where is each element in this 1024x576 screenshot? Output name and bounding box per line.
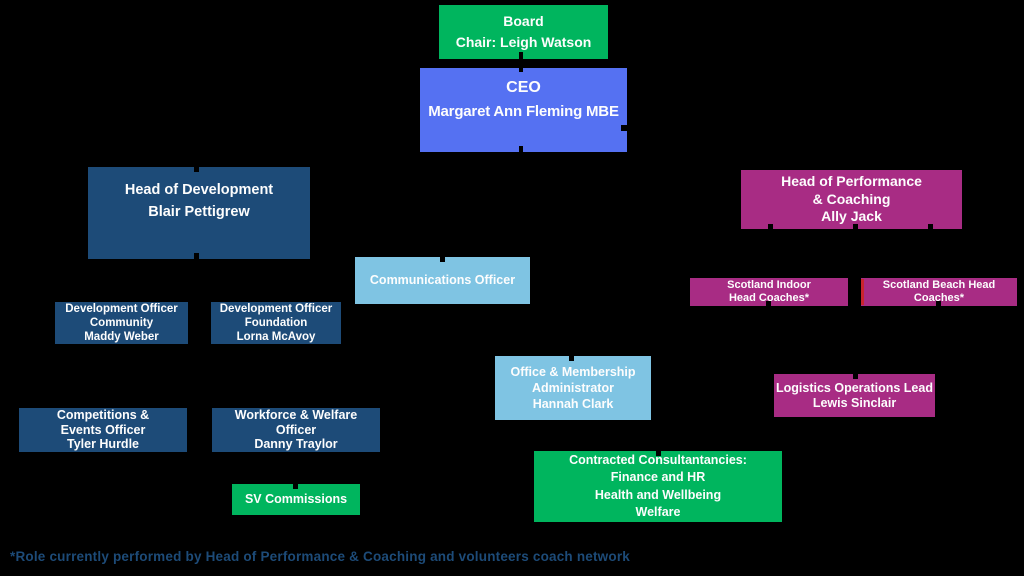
connector-stub [293, 483, 298, 489]
connector-stub [194, 166, 199, 172]
org-box-sv-commissions: SV Commissions [232, 484, 360, 515]
org-box-office-membership-administrator: Office & Membership Administrator Hannah… [495, 356, 651, 420]
box-line: Maddy Weber [84, 331, 159, 343]
box-line: Head Coaches* [728, 292, 810, 304]
connector-stub [621, 125, 627, 131]
org-box-communications-officer: Communications Officer [355, 257, 530, 304]
box-line: Workforce & Welfare [234, 408, 358, 423]
box-line: Scotland Beach Head [882, 279, 996, 291]
box-line: Foundation [244, 317, 308, 329]
box-line: Scotland Indoor [727, 279, 811, 291]
box-line: Administrator [532, 381, 614, 395]
box-line: Chair: Leigh Watson [455, 34, 592, 50]
box-line: Board [503, 13, 544, 29]
box-line: & Coaching [812, 190, 891, 207]
box-line: Hannah Clark [532, 397, 614, 411]
box-line: Blair Pettigrew [148, 204, 250, 220]
box-line: Lewis Sinclair [812, 395, 897, 410]
box-line: Logistics Operations Lead [776, 380, 933, 395]
org-box-ceo: CEO Margaret Ann Fleming MBE [420, 68, 627, 152]
box-line: Head of Development [124, 182, 274, 198]
org-box-scotland-beach-head-coaches: Scotland Beach Head Coaches* [861, 278, 1017, 306]
connector-stub [194, 253, 199, 259]
connector-stub [768, 224, 773, 230]
red-accent-edge [861, 279, 864, 305]
org-box-development-officer-foundation: Development Officer Foundation Lorna McA… [211, 302, 341, 344]
box-line: Tyler Hurdle [66, 437, 139, 452]
connector-stub [766, 301, 771, 307]
box-line: Margaret Ann Fleming MBE [428, 103, 619, 120]
box-line: Contracted Consultantancies: [569, 452, 747, 467]
box-line: Lorna McAvoy [236, 331, 316, 343]
org-box-development-officer-community: Development Officer Community Maddy Webe… [55, 302, 188, 344]
box-line: Officer [275, 422, 317, 437]
connector-stub [928, 224, 933, 230]
org-box-head-performance: Head of Performance & Coaching Ally Jack [741, 170, 962, 229]
box-line: Coaches* [913, 292, 965, 304]
box-line: Office & Membership [510, 365, 636, 379]
box-line: Development Officer [219, 303, 333, 315]
connector-stub [853, 224, 858, 230]
org-box-contracted-consultancies: Contracted Consultantancies: Finance and… [534, 451, 782, 522]
box-line: Community [89, 317, 154, 329]
box-line: Ally Jack [821, 208, 882, 225]
box-line: Communications Officer [369, 273, 516, 287]
box-line: Competitions & [56, 408, 150, 423]
box-line: Head of Performance [781, 173, 922, 190]
org-box-head-development: Head of Development Blair Pettigrew [88, 167, 310, 259]
connector-stub [440, 256, 445, 262]
connector-stub [936, 301, 941, 307]
org-box-scotland-indoor-head-coaches: Scotland Indoor Head Coaches* [690, 278, 848, 306]
connector-stub [519, 52, 523, 72]
box-line: SV Commissions [244, 492, 348, 506]
footnote: *Role currently performed by Head of Per… [10, 549, 630, 564]
org-box-logistics-operations-lead: Logistics Operations Lead Lewis Sinclair [774, 374, 935, 417]
connector-stub [519, 146, 523, 153]
connector-stub [656, 450, 661, 456]
connector-stub [569, 355, 574, 361]
connector-stub [853, 373, 858, 379]
org-box-board: Board Chair: Leigh Watson [439, 5, 608, 59]
box-line: Welfare [635, 505, 681, 519]
org-box-competitions-events-officer: Competitions & Events Officer Tyler Hurd… [19, 408, 187, 452]
org-box-workforce-welfare-officer: Workforce & Welfare Officer Danny Traylo… [212, 408, 380, 452]
box-line: Events Officer [60, 422, 146, 437]
box-line: Finance and HR [610, 470, 706, 484]
box-line: CEO [506, 79, 541, 96]
box-line: Development Officer [65, 303, 178, 315]
box-line: Health and Wellbeing [594, 487, 722, 502]
box-line: Danny Traylor [254, 437, 338, 452]
